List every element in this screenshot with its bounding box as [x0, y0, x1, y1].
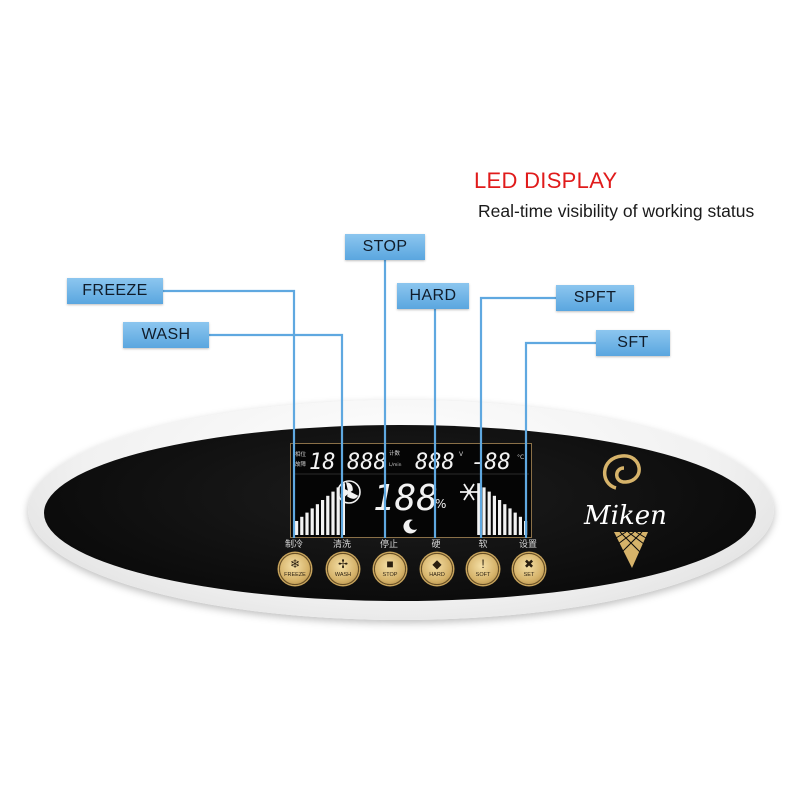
cone-hard-icon: ◆ [432, 557, 442, 571]
lcd-bar-segment [492, 495, 496, 535]
lcd-temp-unit: °C [517, 454, 524, 461]
label-wash-cn: 清洗 [332, 540, 352, 550]
lcd-bar-segment [326, 495, 330, 535]
lcd-count-label: 计数 [389, 449, 401, 457]
lcd-digits-main: 188 [373, 478, 438, 519]
brand-logo: Miken [570, 448, 690, 578]
lcd-display: 相位 故障 18 888 计数 L/min 888 V -88 °C 188 % [290, 443, 532, 538]
lcd-bar-segment [331, 491, 335, 535]
label-soft-cn: 软 [478, 540, 488, 550]
set-button-label: SET [523, 572, 535, 578]
label-stop-cn: 停止 [379, 540, 399, 550]
lcd-bar-segment [513, 512, 517, 535]
lcd-bar-segment [300, 516, 304, 535]
hard-button[interactable]: ◆ HARD [421, 553, 453, 585]
lcd-volt-unit: V [459, 451, 464, 458]
fan-icon: ✢ [337, 557, 349, 571]
wash-button-label: WASH [334, 572, 352, 578]
snowflake-lcd-icon [460, 483, 478, 501]
led-display-description: Real-time visibility of working status [478, 201, 755, 221]
lcd-bar-segment [487, 491, 491, 535]
stop-icon: ■ [386, 557, 394, 571]
lcd-count-unit: L/min [389, 462, 402, 468]
lcd-bar-segment [295, 521, 299, 535]
soft-button[interactable]: ! SOFT [467, 553, 499, 585]
lcd-bar-segment [477, 483, 481, 535]
led-display-heading: LED DISPLAY [474, 168, 618, 193]
set-button[interactable]: ✖ SET [513, 553, 545, 585]
lcd-digits-count: 888 [347, 450, 387, 475]
tag-freeze: FREEZE [67, 278, 163, 304]
freeze-button[interactable]: ❄ FREEZE [279, 553, 311, 585]
lcd-bar-segment [321, 500, 325, 535]
lcd-digits-volt: 888 [415, 450, 455, 475]
lcd-bar-segment [498, 500, 502, 535]
label-freeze-cn: 制冷 [284, 540, 304, 550]
lcd-main-unit: % [435, 497, 446, 511]
lcd-bar-segment [508, 508, 512, 535]
freeze-button-label: FREEZE [284, 572, 306, 578]
soft-button-label: SOFT [475, 572, 491, 578]
lcd-bar-segment [315, 504, 319, 535]
fan-icon [337, 480, 361, 504]
lcd-segments: 相位 故障 18 888 计数 L/min 888 V -88 °C 188 % [293, 449, 529, 535]
lcd-bar-segment [482, 487, 486, 535]
moon-icon [403, 519, 417, 534]
lcd-bar-segment [524, 521, 528, 535]
snowflake-icon: ❄ [289, 557, 301, 571]
tools-icon: ✖ [523, 557, 535, 571]
tag-spft: SPFT [556, 285, 634, 311]
lcd-label-position: 相位 [295, 450, 307, 458]
label-set-cn: 设置 [518, 540, 538, 550]
stop-button[interactable]: ■ STOP [374, 553, 406, 585]
exclamation-icon: ! [481, 557, 485, 571]
brand-name: Miken [583, 501, 667, 531]
ice-cream-logo-icon: Miken [583, 454, 667, 568]
lcd-digits-left: 18 [309, 450, 336, 475]
tag-wash: WASH [123, 322, 209, 348]
wash-button[interactable]: ✢ WASH [327, 553, 359, 585]
stop-button-label: STOP [382, 572, 398, 578]
hard-button-label: HARD [429, 572, 445, 578]
lcd-label-fault: 故障 [295, 460, 307, 468]
lcd-bar-segment [503, 504, 507, 535]
lcd-digits-temp: -88 [471, 450, 511, 475]
tag-sft: SFT [596, 330, 670, 356]
lcd-bargraph-right [477, 483, 528, 535]
label-hard-cn: 硬 [431, 540, 441, 550]
lcd-bar-segment [310, 508, 314, 535]
lcd-bar-segment [341, 483, 345, 535]
lcd-bar-segment [305, 512, 309, 535]
tag-hard: HARD [397, 283, 469, 309]
tag-stop: STOP [345, 234, 425, 260]
lcd-bar-segment [518, 516, 522, 535]
